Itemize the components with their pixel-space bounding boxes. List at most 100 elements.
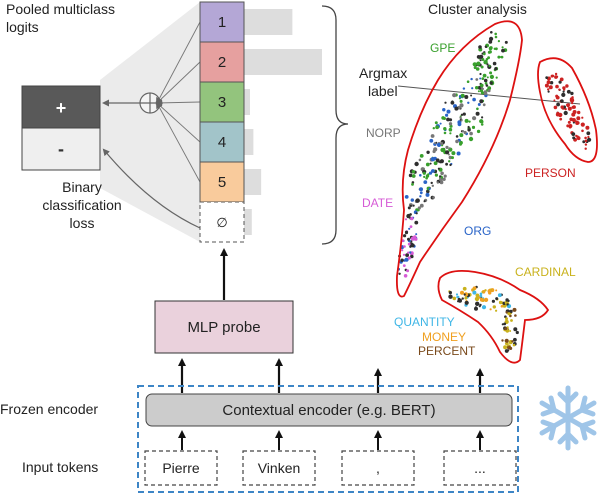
scatter-point bbox=[448, 160, 451, 163]
scatter-point bbox=[505, 298, 509, 302]
scatter-point bbox=[504, 342, 508, 345]
pooling-fan bbox=[100, 2, 200, 242]
scatter-point bbox=[494, 32, 498, 36]
scatter-point bbox=[580, 122, 585, 127]
scatter-point bbox=[487, 56, 490, 60]
scatter-point bbox=[415, 198, 420, 203]
entity-label-gpe: GPE bbox=[430, 41, 455, 55]
scatter-point bbox=[462, 87, 466, 90]
scatter-point bbox=[448, 294, 453, 299]
class-to-sum-line-4 bbox=[155, 101, 201, 143]
scatter-point bbox=[428, 171, 433, 175]
scatter-point bbox=[462, 286, 467, 291]
scatter-point bbox=[419, 174, 422, 177]
class-score-bar-4 bbox=[244, 129, 254, 155]
scatter-point bbox=[460, 290, 464, 295]
entity-label-person: PERSON bbox=[525, 166, 576, 180]
scatter-point bbox=[584, 139, 588, 143]
scatter-point bbox=[403, 259, 406, 262]
svg-text:ORG: ORG bbox=[464, 224, 491, 238]
scatter-point bbox=[445, 162, 448, 166]
scatter-point bbox=[448, 291, 452, 295]
scatter-point bbox=[417, 206, 421, 210]
input-tokens-label: Input tokens bbox=[22, 459, 98, 475]
scatter-point bbox=[463, 130, 467, 135]
scatter-point bbox=[584, 136, 587, 140]
scatter-point bbox=[501, 323, 504, 326]
scatter-point bbox=[553, 99, 556, 102]
scatter-point bbox=[442, 177, 446, 181]
entity-label-cardinal: CARDINAL bbox=[515, 265, 576, 279]
scatter-point bbox=[495, 309, 498, 312]
scatter-point bbox=[508, 345, 511, 348]
class-to-sum-line-1 bbox=[156, 21, 201, 105]
scatter-point bbox=[559, 77, 564, 82]
scatter-point bbox=[575, 121, 580, 125]
frozen-encoder-label: Frozen encoder bbox=[0, 401, 98, 417]
class-label-4: 4 bbox=[218, 134, 226, 151]
scatter-point bbox=[445, 150, 450, 155]
scatter-point bbox=[409, 251, 412, 254]
scatter-point bbox=[459, 133, 464, 138]
scatter-point bbox=[460, 113, 464, 117]
scatter-point bbox=[475, 67, 480, 71]
contextual-encoder-label: Contextual encoder (e.g. BERT) bbox=[222, 402, 435, 419]
scatter-point bbox=[505, 311, 508, 314]
scatter-point bbox=[480, 65, 484, 69]
scatter-point bbox=[512, 343, 516, 347]
scatter-point bbox=[513, 337, 517, 342]
class-label-2: 2 bbox=[218, 54, 226, 71]
class-to-sum-line-5 bbox=[156, 101, 201, 183]
scatter-point bbox=[456, 151, 461, 156]
scatter-point bbox=[545, 76, 549, 79]
scatter-point bbox=[407, 251, 410, 254]
scatter-point bbox=[402, 253, 406, 256]
scatter-point bbox=[560, 105, 564, 109]
scatter-point bbox=[413, 235, 417, 239]
scatter-point bbox=[459, 99, 463, 103]
scatter-point bbox=[466, 80, 470, 83]
loss-label-line3: loss bbox=[70, 215, 95, 231]
scatter-point bbox=[410, 240, 413, 243]
scatter-point bbox=[558, 88, 561, 91]
scatter-point bbox=[455, 293, 459, 296]
scatter-point bbox=[448, 127, 453, 132]
scatter-point bbox=[404, 195, 409, 199]
scatter-point bbox=[448, 147, 451, 150]
scatter-point bbox=[430, 157, 436, 162]
scatter-point bbox=[419, 187, 423, 192]
cluster-outline-main bbox=[395, 20, 523, 298]
scatter-point bbox=[501, 46, 504, 49]
class-label-5: 5 bbox=[218, 174, 226, 191]
scatter-point bbox=[454, 106, 459, 111]
scatter-point bbox=[490, 31, 493, 34]
scatter-point bbox=[423, 200, 426, 203]
entity-label-date: DATE bbox=[362, 196, 393, 210]
scatter-point bbox=[562, 90, 565, 93]
scatter-point bbox=[511, 340, 514, 343]
loss-label-line1: Binary bbox=[62, 179, 102, 195]
scatter-point bbox=[479, 59, 482, 62]
class-box-4: 4 bbox=[199, 121, 254, 163]
scatter-point bbox=[576, 136, 581, 141]
scatter-point bbox=[509, 314, 512, 318]
scatter-point bbox=[425, 162, 430, 167]
scatter-point bbox=[497, 293, 502, 298]
class-box-5: 5 bbox=[199, 161, 262, 203]
svg-text:QUANTITY: QUANTITY bbox=[394, 315, 455, 329]
scatter-point bbox=[422, 171, 426, 175]
class-box-1: 1 bbox=[199, 1, 293, 43]
scatter-point bbox=[479, 72, 482, 76]
contextual-encoder-box bbox=[145, 393, 513, 427]
argmax-label-line1: Argmax bbox=[359, 65, 407, 81]
scatter-point bbox=[554, 72, 558, 76]
scatter-point bbox=[411, 174, 416, 178]
scatter-point bbox=[445, 113, 449, 117]
scatter-point bbox=[495, 76, 498, 79]
class-to-sum-lines bbox=[155, 21, 201, 183]
scatter-point bbox=[572, 110, 577, 114]
scatter-point bbox=[501, 339, 504, 342]
minus-box bbox=[21, 127, 101, 171]
scatter-point bbox=[434, 173, 438, 177]
